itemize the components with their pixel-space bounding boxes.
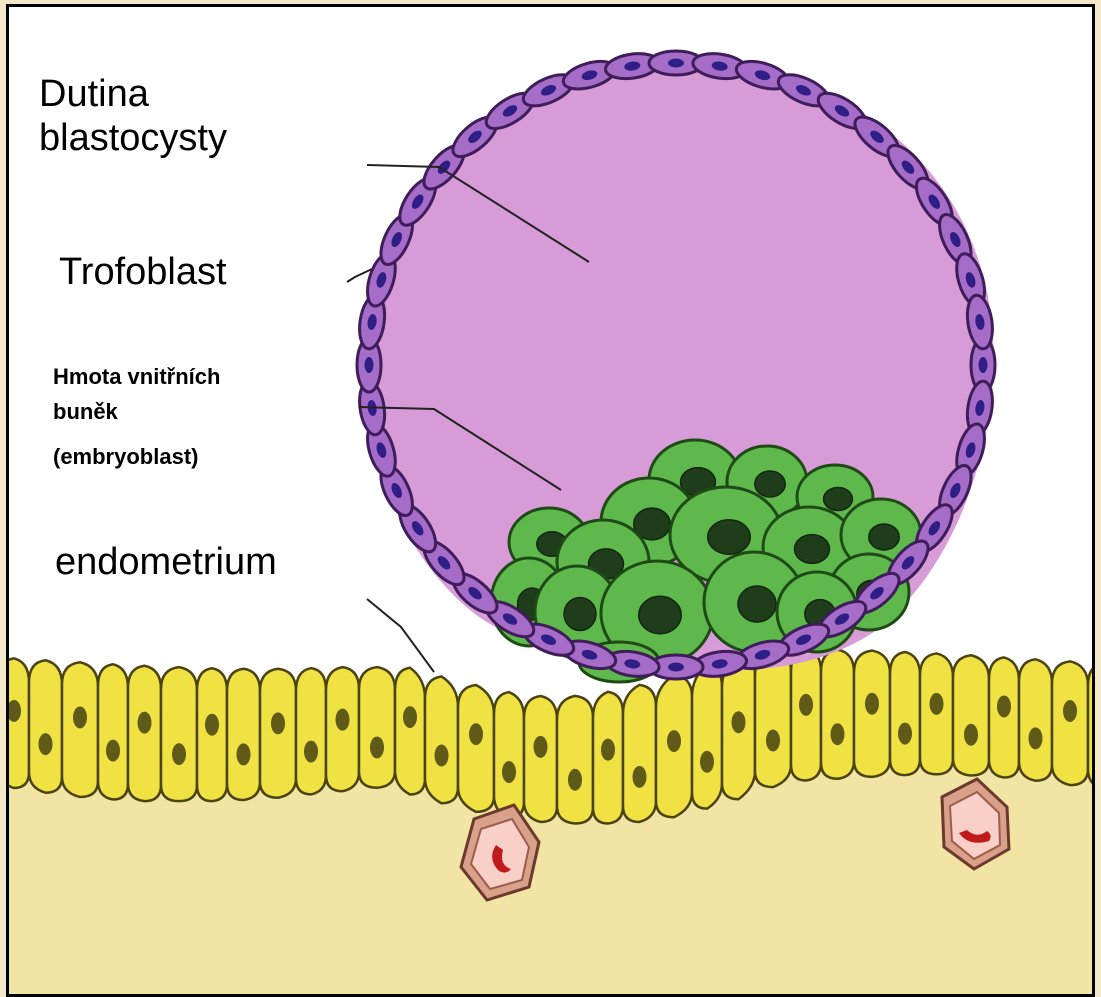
leader-line-endometrium (367, 599, 434, 672)
endometrial-cell (557, 696, 593, 824)
endometrial-cell (395, 668, 425, 795)
endometrial-cell (161, 667, 197, 801)
label-icm-line3: (embryoblast) (53, 439, 341, 474)
label-endometrium: endometrium (39, 537, 287, 593)
endometrial-cell (890, 652, 920, 775)
endometrial-cell (623, 685, 656, 822)
label-icm-line1: Hmota vnitřních (53, 359, 341, 394)
endometrial-cell (29, 660, 62, 792)
endometrial-cell (791, 649, 821, 780)
endometrial-cell (128, 666, 161, 801)
endometrial-cell (9, 658, 29, 788)
endometrial-cell (989, 657, 1019, 777)
endometrial-cell (524, 696, 557, 822)
endometrial-cell (260, 669, 296, 798)
label-blastocyst-cavity: Dutina blastocysty (39, 73, 235, 160)
endometrial-cell (656, 675, 692, 817)
endometrial-cell (98, 664, 128, 799)
endometrial-cell (854, 651, 890, 777)
endometrial-cell (1019, 659, 1052, 780)
endometrial-cell (326, 667, 359, 791)
endometrial-cell (458, 685, 494, 812)
label-cavity-line1: Dutina (39, 73, 227, 117)
endometrial-cell (1052, 661, 1088, 785)
endometrial-cell (692, 665, 722, 808)
endometrial-cell (296, 668, 326, 794)
endometrial-cell (1088, 663, 1092, 789)
endometrial-cell (821, 650, 854, 779)
label-inner-cell-mass: Hmota vnitřních buněk (embryoblast) (39, 349, 349, 497)
label-icm-line2: buněk (53, 394, 341, 429)
endometrial-cell (359, 667, 395, 788)
endometrial-cell (494, 692, 524, 818)
endometrial-cell (953, 655, 989, 775)
label-cavity-line2: blastocysty (39, 117, 227, 161)
endometrial-cell (593, 692, 623, 824)
endometrial-cell (227, 669, 260, 800)
diagram-frame: Dutina blastocysty Trofoblast Hmota vnit… (6, 4, 1095, 997)
endometrial-cell (197, 668, 227, 801)
endometrial-cell (425, 676, 458, 803)
endometrial-cell (920, 653, 953, 774)
endometrial-cell (62, 662, 98, 797)
label-trophoblast: Trofoblast (39, 245, 241, 307)
endometrial-cell (755, 649, 791, 787)
